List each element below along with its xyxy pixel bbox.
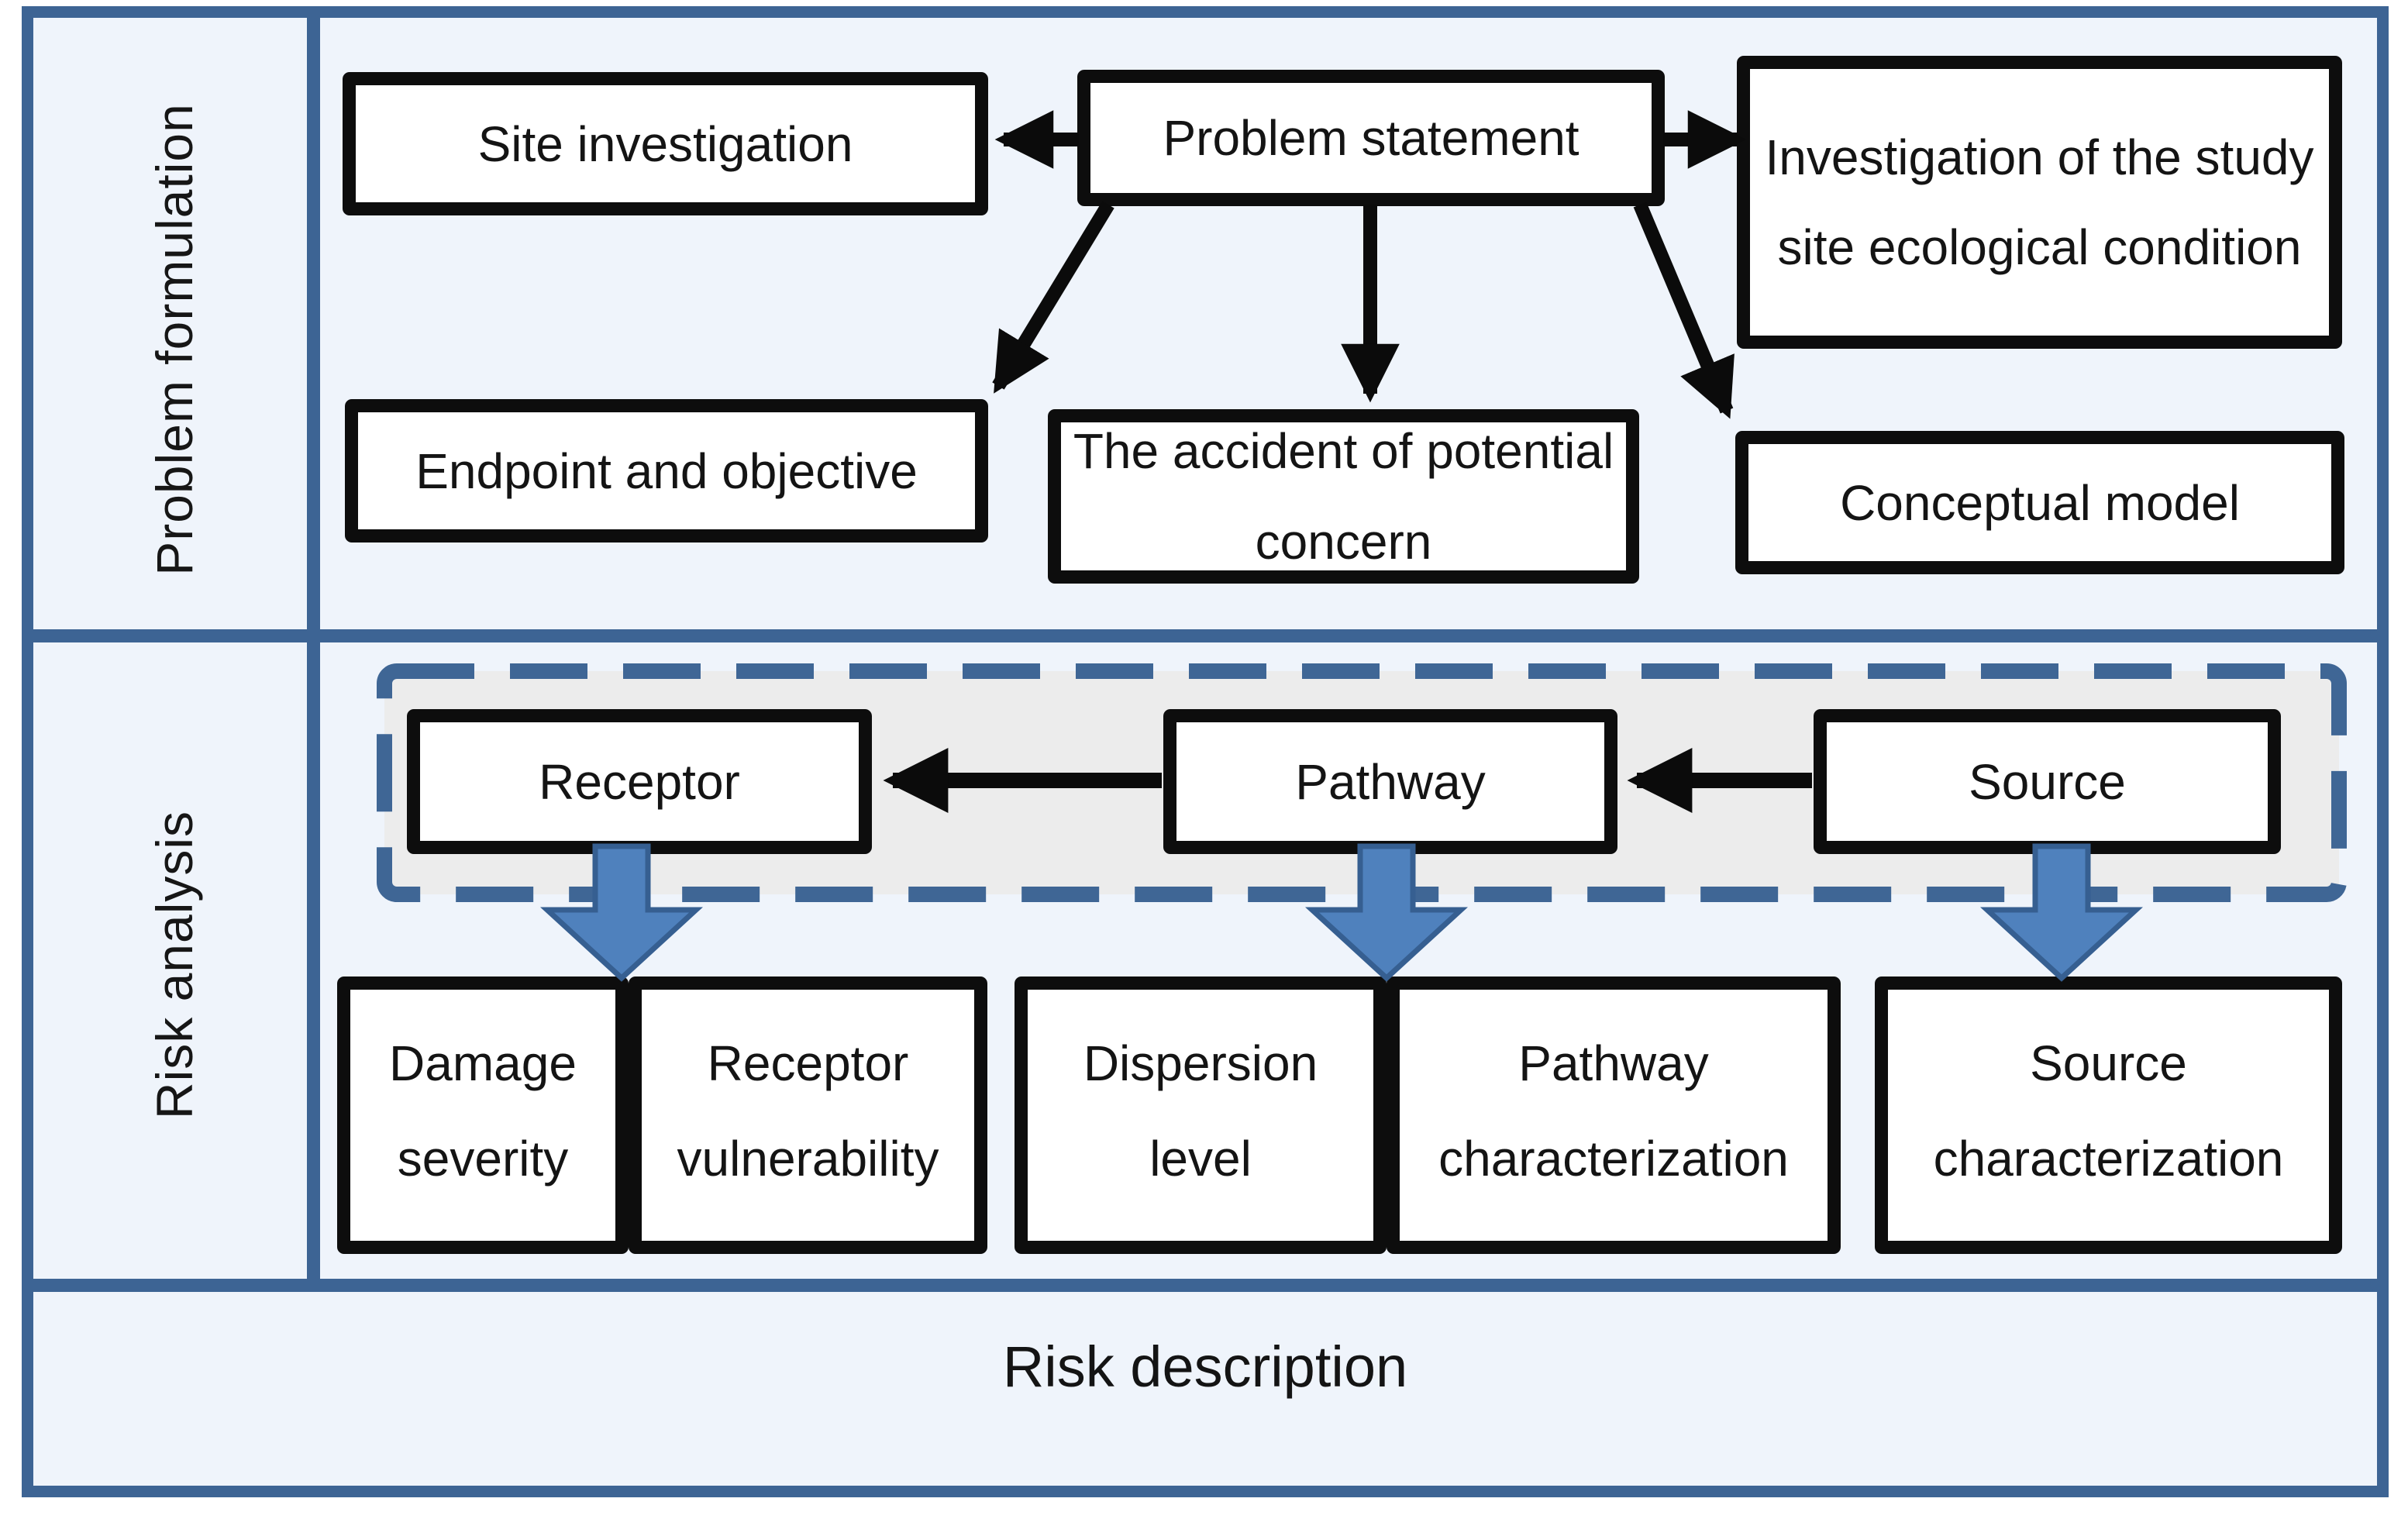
section-label-risk-description: Risk description	[1002, 1334, 1408, 1399]
diagram-outer-frame	[22, 6, 2389, 1497]
section-label-problem-formulation: Problem formulation	[146, 103, 203, 576]
label-column-divider	[307, 6, 320, 1291]
row-divider-analysis-description	[22, 1279, 2389, 1292]
section-label-risk-analysis: Risk analysis	[146, 810, 203, 1120]
row-divider-formulation-analysis	[22, 629, 2389, 642]
